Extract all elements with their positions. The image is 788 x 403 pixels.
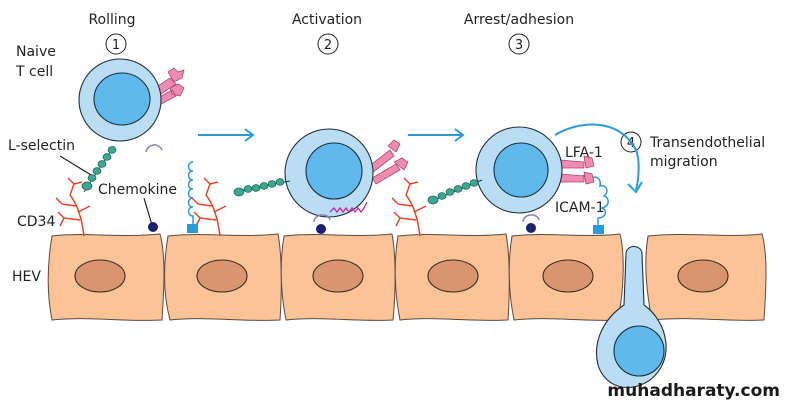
endothelial-nucleus — [427, 259, 479, 293]
chemokine-dot — [148, 222, 158, 232]
l-selectin-label: L-selectin — [8, 138, 75, 154]
step-4-label-line1: Transendothelial — [649, 135, 765, 151]
step-3-number-circle — [508, 33, 530, 55]
step-2-label: Activation — [292, 12, 362, 28]
cd34-molecule — [191, 177, 227, 237]
chemokine-label: Chemokine — [98, 182, 177, 198]
icam1-label: ICAM-1 — [555, 200, 605, 216]
watermark: muhadharaty.com — [607, 381, 780, 401]
cd34-molecule — [55, 177, 91, 237]
chemokine-pointer — [143, 197, 153, 226]
endothelial-nucleus — [542, 259, 594, 293]
chemokine-dot — [526, 223, 536, 233]
step-1-label: Rolling — [88, 12, 135, 28]
arrow-head — [454, 128, 465, 142]
arrow-head — [627, 181, 643, 194]
step-3-label: Arrest/adhesion — [464, 12, 574, 28]
step-1-number: 1 — [112, 38, 120, 53]
l-selectin-chain — [427, 179, 483, 205]
step-1-header: Rolling 1 — [88, 12, 136, 55]
chemokine-dot — [316, 224, 326, 234]
l-selectin-pointer — [59, 155, 97, 179]
cd34-label: CD34 — [17, 214, 55, 230]
step-3-header: Arrest/adhesion 3 — [464, 12, 574, 55]
t-cell-activation — [233, 128, 409, 223]
step-1-number-circle — [105, 33, 127, 55]
cd34-molecules — [55, 177, 427, 237]
l-selectin-chain — [81, 145, 117, 193]
endothelial-nucleus — [677, 259, 729, 293]
step-3-number: 3 — [515, 38, 523, 53]
step-4-header: 4 Transendothelial migration — [620, 131, 765, 170]
step-4-label-line2: migration — [650, 154, 718, 170]
step-2-header: Activation 2 — [292, 12, 362, 55]
t-cell-rolling — [78, 58, 185, 193]
migrating-t-cell — [596, 245, 667, 388]
step-4-number-circle — [620, 131, 642, 153]
lfa1-label: LFA-1 — [565, 145, 603, 161]
icam1-molecule — [187, 161, 198, 233]
endothelial-nucleus — [312, 259, 364, 293]
cd34-molecule — [391, 177, 427, 237]
hev-endothelium — [47, 233, 767, 321]
step-2-number: 2 — [324, 38, 332, 53]
endothelial-nucleus — [74, 259, 126, 293]
l-selectin-chain — [233, 178, 291, 197]
naive-label-line2: T cell — [15, 64, 53, 80]
arrow-head — [244, 128, 255, 142]
t-cell-arrest — [427, 126, 595, 223]
naive-label-line1: Naive — [16, 44, 56, 60]
arrow-migration — [554, 123, 640, 191]
hev-label: HEV — [12, 269, 41, 285]
endothelial-nucleus — [196, 259, 248, 293]
step-2-number-circle — [317, 33, 339, 55]
